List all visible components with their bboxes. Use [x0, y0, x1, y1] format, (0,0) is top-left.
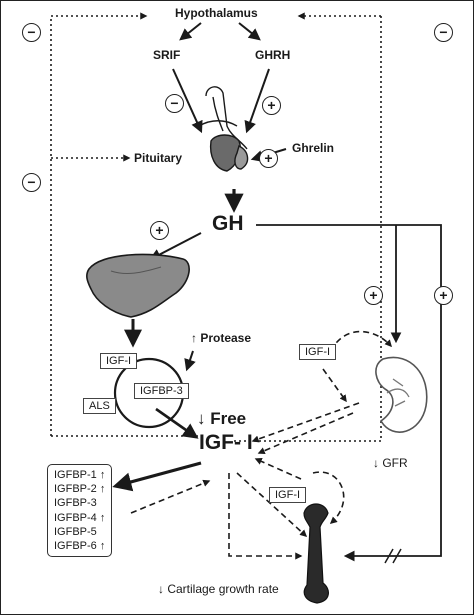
srif-label: SRIF	[153, 48, 180, 62]
als-box: ALS	[83, 398, 116, 414]
minus-sign-icon: −	[22, 173, 41, 192]
igf-i-box-left: IGF-I	[100, 353, 137, 369]
plus-sign-icon: +	[434, 286, 453, 305]
list-item: IGFBP-4 ↑	[54, 511, 105, 525]
plus-sign-icon: +	[364, 286, 383, 305]
plus-sign-icon: +	[259, 149, 278, 168]
gfr-label: ↓ GFR	[373, 456, 408, 470]
plus-sign-icon: +	[262, 96, 281, 115]
hypothalamus-label: Hypothalamus	[175, 6, 258, 20]
gh-label: GH	[212, 212, 244, 236]
list-item: IGFBP-6 ↑	[54, 539, 105, 553]
ghrelin-label: Ghrelin	[292, 141, 334, 155]
kidney-icon	[376, 357, 427, 432]
protease-label: ↑ Protease	[191, 331, 251, 345]
bone-icon	[304, 504, 328, 603]
list-item: IGFBP-2 ↑	[54, 482, 105, 496]
list-item: IGFBP-5	[54, 525, 105, 539]
free-label: ↓ Free	[197, 409, 246, 429]
feedback-loop-left	[51, 16, 146, 436]
igf-i-box-bone: IGF-I	[269, 487, 306, 503]
igf-i-box-right: IGF-I	[299, 344, 336, 360]
minus-sign-icon: −	[22, 23, 41, 42]
feedback-loop-right-line	[233, 16, 381, 441]
igfbp3-box: IGFBP-3	[134, 383, 189, 399]
pituitary-icon	[199, 87, 248, 171]
binding-protein-list: IGFBP-1 ↑ IGFBP-2 ↑ IGFBP-3 IGFBP-4 ↑ IG…	[47, 464, 112, 557]
cartilage-label: ↓ Cartilage growth rate	[158, 582, 279, 596]
list-item: IGFBP-1 ↑	[54, 468, 105, 482]
igf-i-central-label: IGF- I	[199, 431, 253, 455]
ghrh-label: GHRH	[255, 48, 290, 62]
liver-icon	[87, 254, 189, 317]
minus-sign-icon: −	[165, 94, 184, 113]
plus-sign-icon: +	[150, 221, 169, 240]
pituitary-label: Pituitary	[134, 151, 182, 165]
minus-sign-icon: −	[434, 23, 453, 42]
list-item: IGFBP-3	[54, 496, 105, 510]
